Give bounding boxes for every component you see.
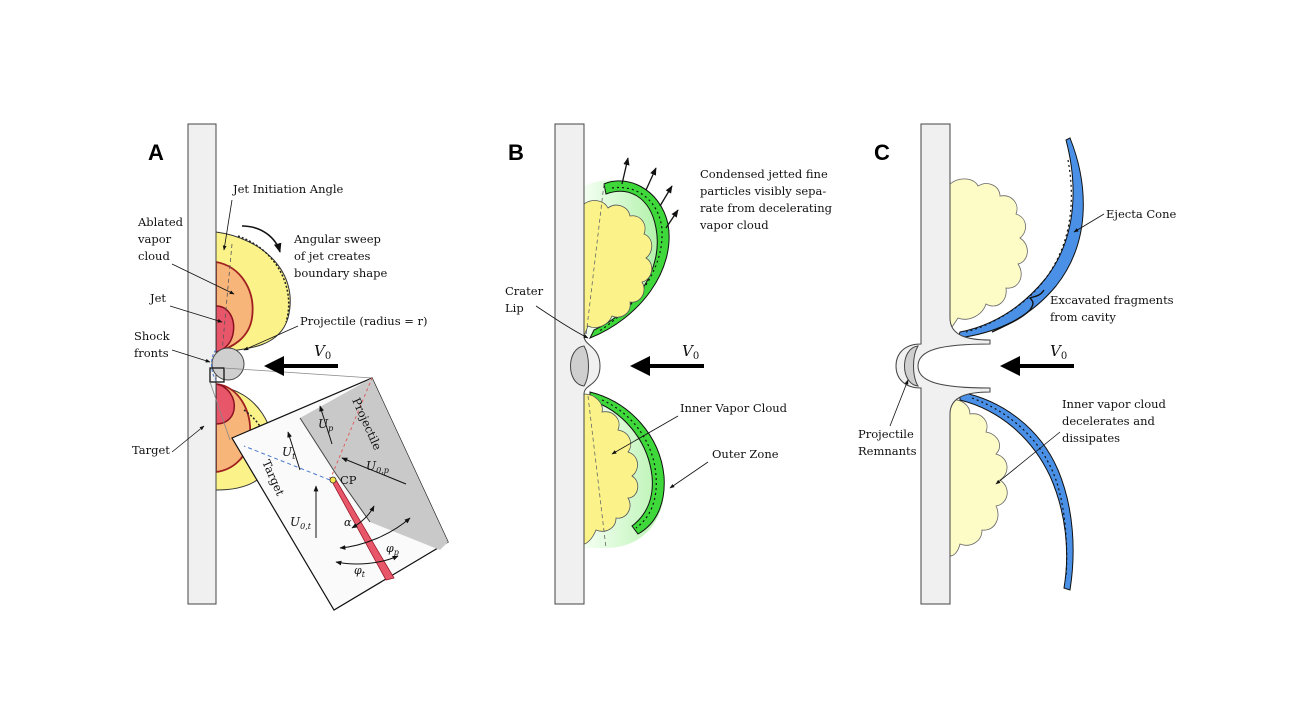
label-inner-vapor-b: Inner Vapor Cloud [680, 401, 788, 415]
inset-ut-label: Ut [282, 445, 296, 461]
pointer-jet [169, 305, 223, 323]
label-crater-2: Lip [505, 301, 524, 315]
pointer-jet-initiation [222, 199, 233, 251]
zoom-connector-bottom [209, 381, 231, 441]
label-projectile-remnants-2: Remnants [858, 444, 917, 458]
particle-arrow-3 [659, 185, 673, 207]
sweep-arrow [241, 225, 282, 253]
panel-c-letter: C [874, 140, 890, 165]
panel-b-letter: B [508, 140, 524, 165]
excavated-brace [991, 289, 1045, 333]
pointer-projectile-remnants [889, 379, 909, 427]
pointer-target [171, 425, 205, 453]
projectile-b [570, 345, 589, 387]
shock-fronts-line [211, 349, 217, 381]
inset-contact-point-marker [329, 476, 337, 484]
label-condensed-3: rate from decelerating [700, 201, 833, 215]
label-sweep-3: boundary shape [294, 266, 387, 280]
label-ablated-3: cloud [138, 249, 170, 263]
inset-projectile-region [300, 378, 448, 550]
particle-dots-upper [597, 186, 663, 333]
particle-arrow-2 [645, 167, 657, 191]
label-projectile-remnants-1: Projectile [858, 427, 914, 441]
particle-arrow-4 [665, 209, 679, 229]
label-sweep-1: Angular sweep [293, 232, 381, 246]
label-projectile: Projectile (radius = r) [300, 314, 428, 328]
pointer-ablated [171, 263, 235, 295]
label-ejecta-cone: Ejecta Cone [1106, 207, 1176, 221]
ejecta-dots-lower [971, 397, 1068, 579]
dashed-axis-upper-b [585, 183, 605, 337]
inset-phi-t-arc [335, 555, 399, 566]
particle-arrow-1 [621, 157, 630, 185]
projectile-remnants [904, 345, 919, 387]
target-wall-c [895, 123, 991, 605]
inset-u0t-label: U0,t [290, 515, 312, 531]
inset-u0p-label: U0,p [366, 459, 389, 475]
label-condensed-1: Condensed jetted fine [700, 167, 828, 181]
inset-up-arrow [319, 405, 333, 445]
inset-projectile-normal [329, 377, 373, 481]
inset-phi-t-label: φt [354, 564, 366, 579]
panel-a-letter: A [148, 140, 164, 165]
label-shock-2: fronts [134, 346, 169, 360]
projectile-a [211, 347, 245, 381]
label-excavated-1: Excavated fragments [1050, 293, 1174, 307]
zoom-connector-top [223, 367, 373, 379]
inset-ut-arrow [287, 431, 301, 471]
panel-a: A V0 [132, 123, 449, 611]
ejecta-cone-lower [959, 391, 1074, 591]
inset-cp-label: CP [340, 473, 357, 487]
inset-phi-p-label: φp [386, 542, 399, 557]
inset-u0p-arrow [341, 457, 407, 485]
inset-alpha-label: α [344, 516, 352, 529]
inset-target-normal [243, 445, 331, 481]
velocity-label-c: V0 [1050, 342, 1067, 362]
pointer-shock [171, 349, 211, 363]
vapor-cloud-hatch-upper [237, 235, 290, 323]
particle-dots-lower [601, 399, 657, 529]
pointer-inner-c [995, 431, 1061, 485]
pointer-projectile [243, 325, 299, 351]
zoom-box [209, 367, 225, 383]
label-inner-c-1: Inner vapor cloud [1062, 397, 1167, 411]
jet-lower [215, 383, 236, 425]
label-jet: Jet [149, 291, 166, 305]
pointer-ejecta-cone [1073, 213, 1105, 233]
inset-up-label: Up [318, 417, 333, 433]
label-ablated-2: vapor [137, 232, 172, 246]
label-excavated-2: from cavity [1050, 310, 1116, 324]
inner-vapor-cloud-upper-c [949, 178, 1028, 332]
ejecta-cone-upper [957, 137, 1084, 339]
inner-vapor-cloud-lower [583, 393, 639, 545]
label-ablated-1: Ablated [137, 215, 184, 229]
pointer-crater-lip [535, 305, 589, 339]
panel-c: C V0 Ejecta Cone Excavated fragments fro… [858, 123, 1176, 605]
inner-vapor-cloud-upper [583, 200, 653, 337]
velocity-label-a: V0 [314, 342, 331, 362]
label-outer-zone: Outer Zone [712, 447, 779, 461]
label-condensed-2: particles visibly sepa- [700, 184, 826, 198]
dashed-axis-lower-b [587, 395, 607, 549]
label-crater-1: Crater [505, 284, 544, 298]
pointer-inner-vapor-b [611, 415, 679, 455]
pointer-outer-zone [669, 461, 709, 489]
panel-b: B V0 Condensed jetted fine particles vis… [505, 123, 833, 605]
label-inner-c-2: decelerates and [1062, 414, 1155, 428]
label-shock-1: Shock [134, 329, 171, 343]
inset-phi-p-arc [339, 517, 411, 550]
inset-contact-point: Projectile Target Up Ut U0,p U0,t CP α φ… [231, 377, 449, 611]
label-sweep-2: of jet creates [294, 249, 371, 263]
velocity-label-b: V0 [682, 342, 699, 362]
label-condensed-4: vapor cloud [699, 218, 769, 232]
ejecta-dots-upper [965, 159, 1072, 333]
label-target-a: Target [132, 443, 170, 457]
inner-vapor-cloud-lower-c [949, 399, 1008, 557]
label-jet-initiation-angle: Jet Initiation Angle [232, 182, 344, 196]
label-inner-c-3: dissipates [1062, 431, 1120, 445]
